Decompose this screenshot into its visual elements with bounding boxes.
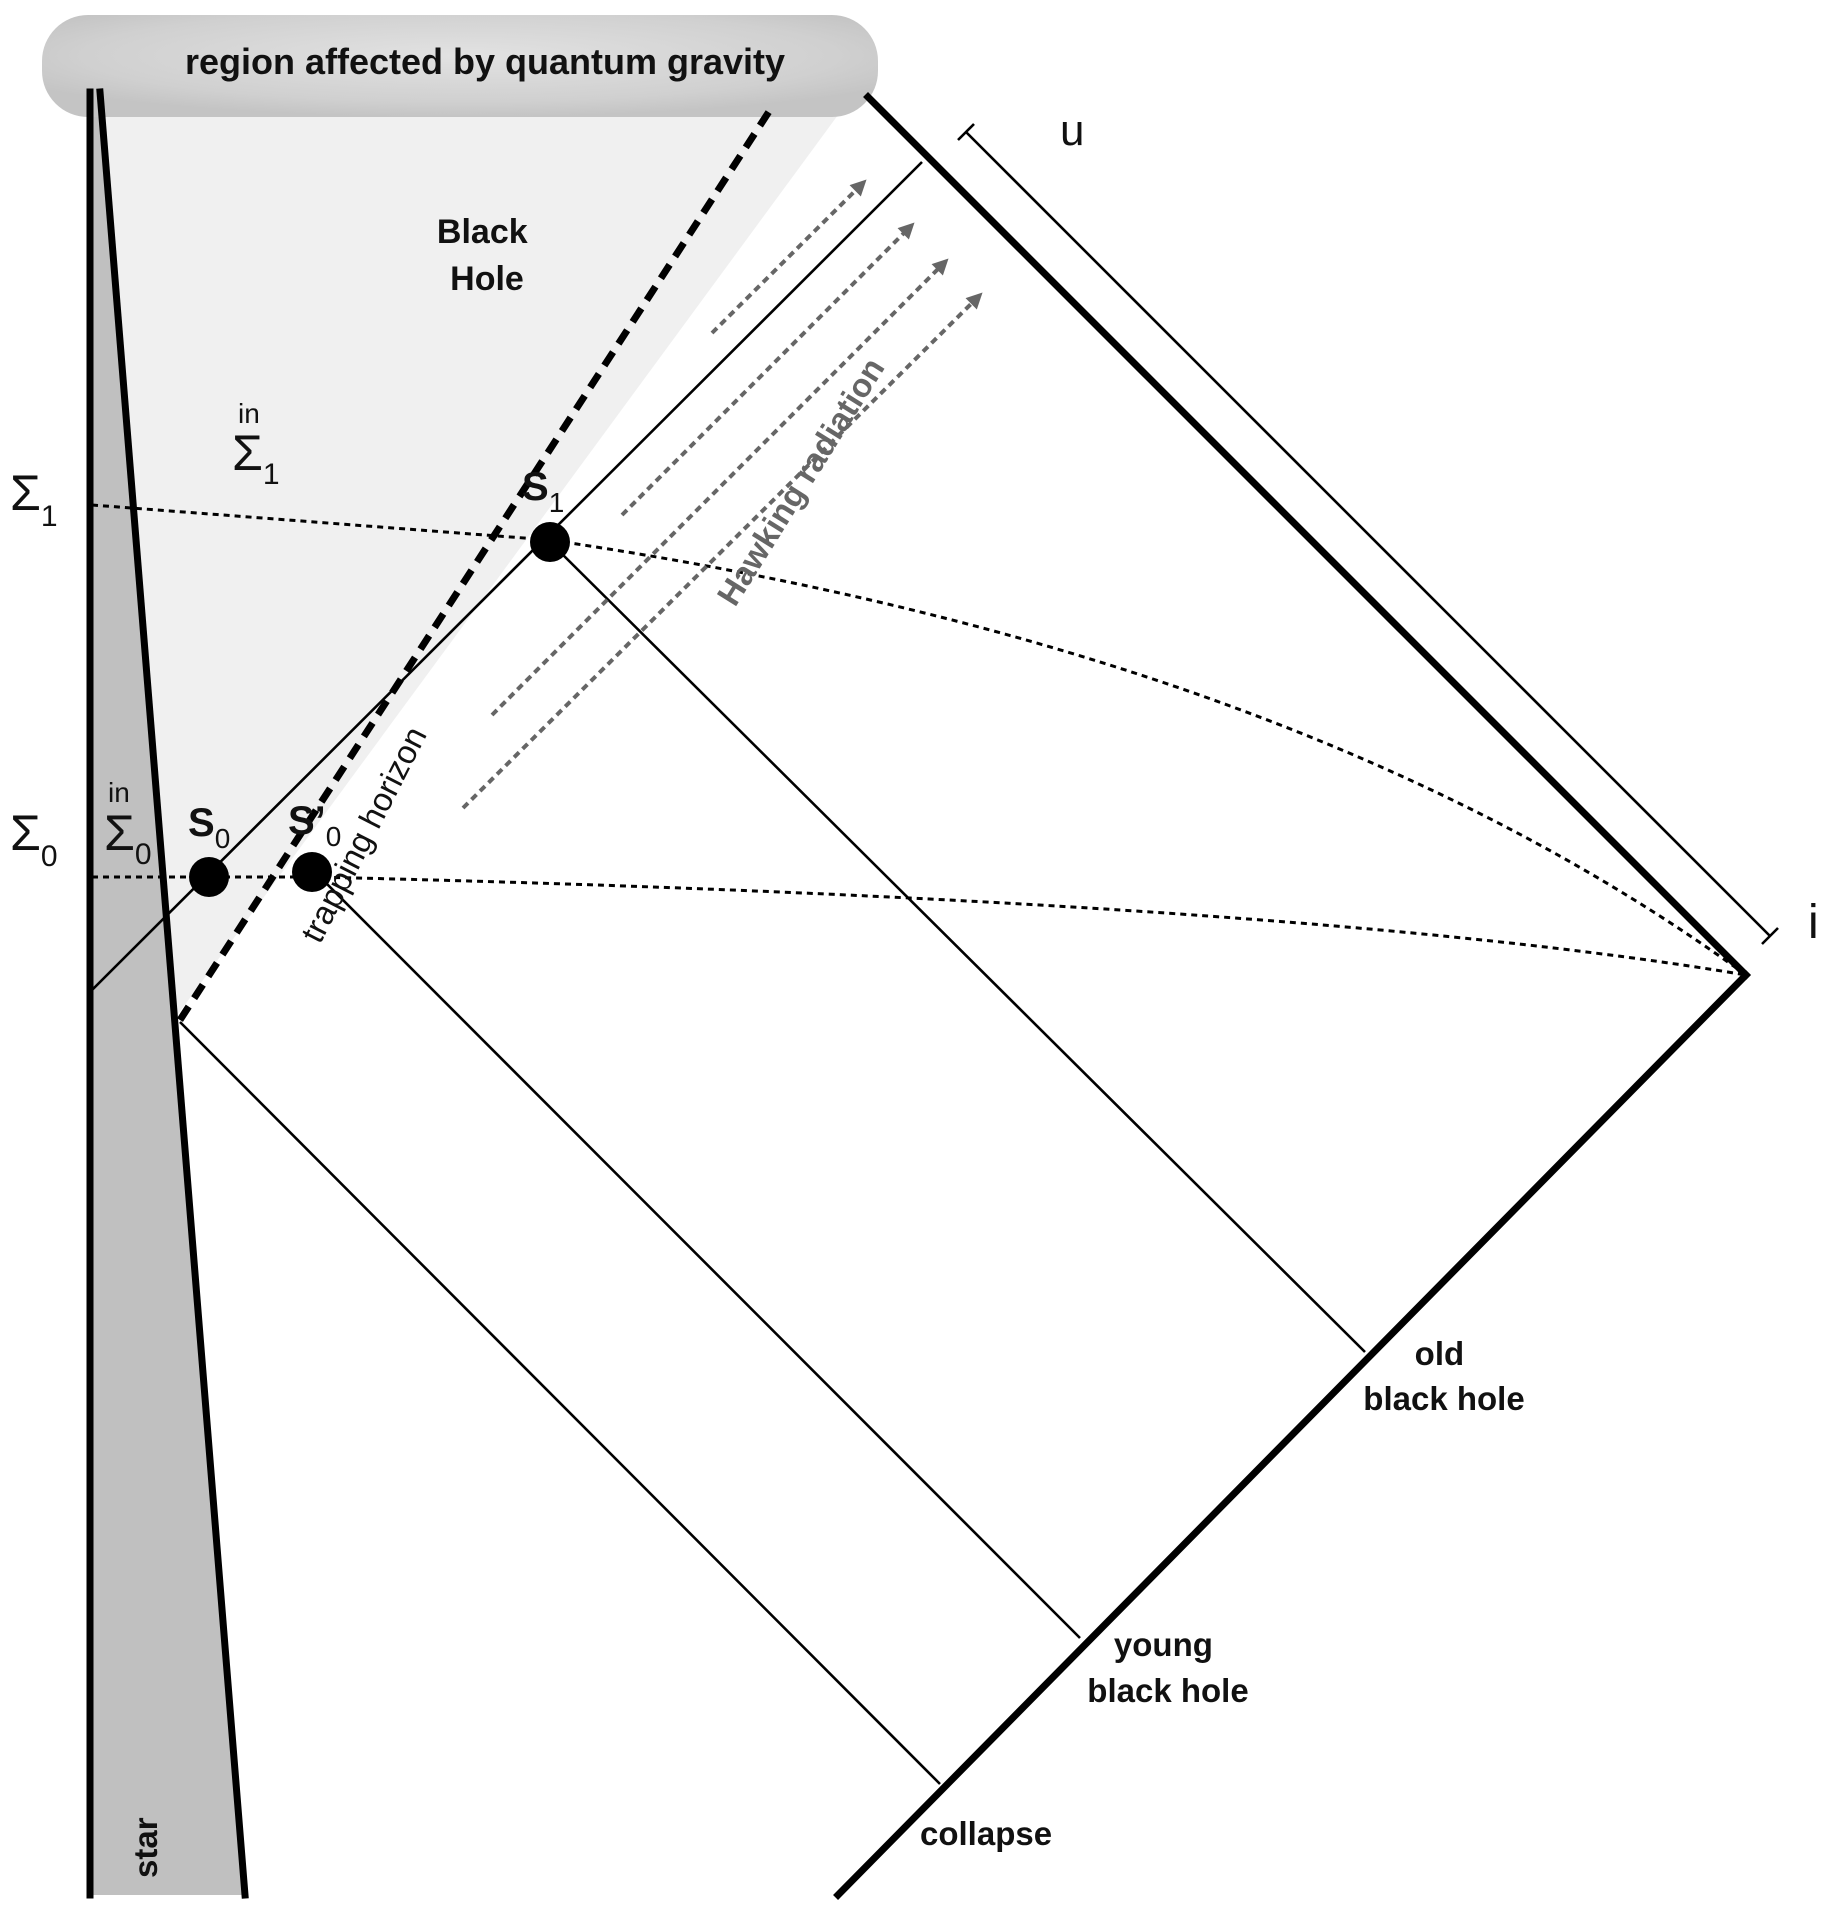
- s1-label: S1: [522, 465, 564, 518]
- u-interval-tick-bottom: [1761, 927, 1779, 945]
- collapse-label: collapse: [920, 1815, 1052, 1852]
- point-s0-prime: [292, 852, 332, 892]
- event-horizon: [89, 161, 923, 993]
- sigma0-label: Σ0: [10, 805, 58, 873]
- hawking-arrow-3: [490, 258, 949, 717]
- sigma0-in-label: Σ0: [104, 805, 152, 871]
- point-s0: [189, 857, 229, 897]
- star-label: star: [127, 1817, 164, 1878]
- u-interval-tick-top: [957, 123, 975, 141]
- black-hole-label: Black Hole: [437, 213, 537, 298]
- future-null-infinity: [863, 92, 1751, 980]
- null-ray-old: [549, 541, 1366, 1353]
- sigma1-label: Σ1: [10, 465, 58, 533]
- sigma1-in-sup: in: [238, 398, 260, 429]
- quantum-gravity-region: [42, 15, 878, 117]
- sigma0-slice: [92, 875, 1747, 977]
- hawking-arrow-2: [620, 222, 915, 517]
- u-interval-bar: [965, 131, 1771, 937]
- hawking-arrow-4: [461, 292, 983, 810]
- sigma1-in-label: Σ1: [232, 425, 280, 491]
- past-null-infinity: [833, 970, 1751, 1900]
- star-surface: [96, 88, 249, 1899]
- u-label: u: [1060, 106, 1084, 155]
- s0-prime-label: S’0: [288, 799, 341, 852]
- sigma0-in-sup: in: [108, 777, 130, 808]
- sigma1-slice: [91, 503, 1747, 977]
- hawking-radiation-label: Hawking radiation: [710, 351, 892, 612]
- quantum-region-label: region affected by quantum gravity: [185, 41, 785, 82]
- old-black-hole-label: old black hole: [1363, 1335, 1524, 1417]
- null-ray-young: [314, 871, 1081, 1639]
- s0-label: S0: [188, 801, 230, 854]
- black-hole-region: [90, 85, 860, 1025]
- i-label: i: [1808, 896, 1819, 949]
- young-black-hole-label: young black hole: [1087, 1626, 1248, 1709]
- point-s1: [530, 522, 570, 562]
- null-ray-collapse: [179, 1021, 941, 1785]
